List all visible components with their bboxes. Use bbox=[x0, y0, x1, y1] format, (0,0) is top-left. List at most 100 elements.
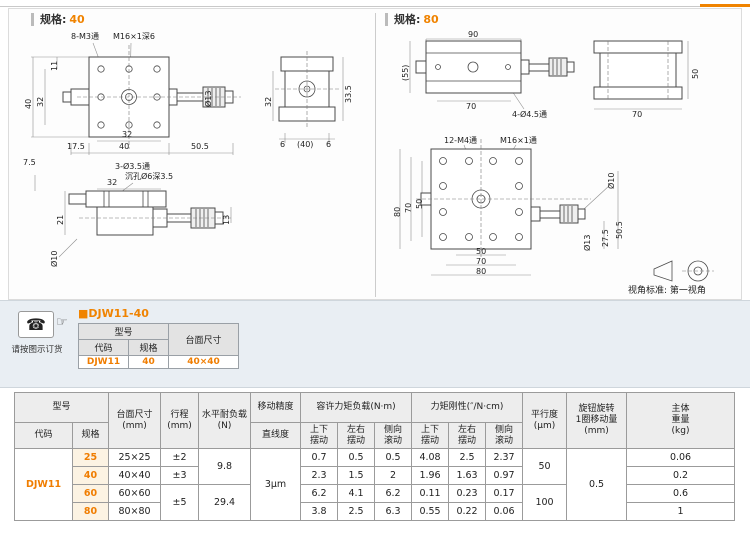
dim-label: Ø10 bbox=[50, 250, 59, 267]
cell-straightness: 3μm bbox=[250, 448, 302, 521]
dim-label: 90 bbox=[468, 30, 479, 39]
dim-label: 17.5 bbox=[67, 142, 85, 151]
drawing-80-svg bbox=[399, 38, 714, 282]
technical-drawings-section: 规格:40 规格:80 bbox=[8, 8, 742, 300]
spec40-header: 规格:40 bbox=[31, 13, 85, 26]
header-spec: 规格 bbox=[71, 422, 110, 449]
cell-m2: 2.5 bbox=[337, 502, 376, 521]
drawing-40-svg bbox=[31, 42, 344, 258]
dim-label: (55) bbox=[401, 64, 410, 81]
header-accuracy-group: 移动精度 bbox=[250, 392, 302, 423]
header-code: 代码 bbox=[14, 422, 73, 449]
spec-label: 规格: bbox=[394, 13, 421, 26]
phone-icon: ☎ bbox=[18, 311, 54, 338]
dim-label: 21 bbox=[56, 214, 65, 225]
header-straightness: 直线度 bbox=[250, 422, 302, 449]
header-pitch-1: 上下 摆动 bbox=[300, 422, 339, 449]
header-horizontal-load: 水平耐负载 (N) bbox=[198, 392, 252, 449]
cell-r2: 0.23 bbox=[448, 484, 487, 503]
cell-r3: 0.17 bbox=[485, 484, 524, 503]
cell-r1: 0.11 bbox=[411, 484, 450, 503]
cell-parallel: 100 bbox=[522, 484, 568, 521]
mini-model-header: 型号 bbox=[78, 323, 169, 340]
mini-code-header: 代码 bbox=[78, 339, 129, 356]
dim-label: 6 bbox=[326, 140, 332, 149]
header-yaw-1: 左右 摆动 bbox=[337, 422, 376, 449]
dim-label: 13 bbox=[222, 214, 231, 225]
header-rigidity-group: 力矩刚性(″/N·cm) bbox=[411, 392, 524, 423]
dim-label: 沉孔Ø6深3.5 bbox=[125, 172, 174, 181]
cell-code: DJW11 bbox=[14, 448, 73, 521]
dim-label: 80 bbox=[393, 206, 402, 217]
order-example-band: ☎ 请按图示订货 ☞ ■DJW11-40 型号 台面尺寸 代码 规格 DJW11… bbox=[0, 300, 750, 388]
dim-label: 33.5 bbox=[344, 85, 353, 103]
top-accent-bar bbox=[700, 4, 750, 7]
cell-spec: 80 bbox=[71, 502, 110, 521]
dim-label: 70 bbox=[466, 102, 477, 111]
dim-label: 70 bbox=[404, 202, 413, 213]
cell-r2: 2.5 bbox=[448, 448, 487, 467]
dim-label: 50 bbox=[476, 247, 487, 256]
dim-label: 3-Ø3.5通 bbox=[115, 162, 150, 171]
dim-label: 50.5 bbox=[191, 142, 209, 151]
view-angle-note: 视角标准: 第一视角 bbox=[628, 286, 706, 296]
panel-divider bbox=[375, 13, 376, 297]
dim-label: M16×1通 bbox=[500, 136, 537, 145]
mini-spec-header: 规格 bbox=[128, 339, 169, 356]
cell-size: 40×40 bbox=[108, 466, 162, 485]
cell-travel: ±5 bbox=[160, 484, 200, 521]
specification-table: 型号 台面尺寸 (mm) 行程 (mm) 水平耐负载 (N) 移动精度 容许力矩… bbox=[13, 392, 736, 521]
cell-r3: 2.37 bbox=[485, 448, 524, 467]
order-example-title: ■DJW11-40 bbox=[78, 307, 149, 320]
dim-label: Ø13 bbox=[204, 90, 213, 107]
dim-label: (40) bbox=[297, 140, 314, 149]
cell-load: 9.8 bbox=[198, 448, 252, 485]
spec-value: 80 bbox=[423, 13, 439, 26]
dim-label: 27.5 bbox=[601, 229, 610, 247]
cell-weight: 1 bbox=[626, 502, 736, 521]
header-roll-2: 侧向 滚动 bbox=[485, 422, 524, 449]
cell-m2: 1.5 bbox=[337, 466, 376, 485]
dim-label: 32 bbox=[107, 178, 118, 187]
cell-r1: 0.55 bbox=[411, 502, 450, 521]
cell-r3: 0.06 bbox=[485, 502, 524, 521]
cell-spec: 40 bbox=[71, 466, 110, 485]
dim-label: 40 bbox=[24, 98, 33, 109]
cell-r1: 4.08 bbox=[411, 448, 450, 467]
cell-size: 25×25 bbox=[108, 448, 162, 467]
spec80-header: 规格:80 bbox=[385, 13, 439, 26]
dim-label: 70 bbox=[476, 257, 487, 266]
cell-m2: 4.1 bbox=[337, 484, 376, 503]
mini-spec-value: 40 bbox=[128, 355, 169, 369]
cell-weight: 0.6 bbox=[626, 484, 736, 503]
cell-load: 29.4 bbox=[198, 484, 252, 521]
mini-code-value: DJW11 bbox=[78, 355, 129, 369]
cell-weight: 0.2 bbox=[626, 466, 736, 485]
cell-r1: 1.96 bbox=[411, 466, 450, 485]
cell-r3: 0.97 bbox=[485, 466, 524, 485]
cell-travel: ±3 bbox=[160, 466, 200, 485]
dim-label: 4-Ø4.5通 bbox=[512, 110, 547, 119]
dim-label: 70 bbox=[632, 110, 643, 119]
dim-label: 8-M3通 bbox=[71, 32, 99, 41]
dim-label: 50 bbox=[691, 68, 700, 79]
order-phone-note: 请按图示订货 bbox=[11, 345, 63, 355]
cell-spec: 60 bbox=[71, 484, 110, 503]
table-row: 80 80×80 3.8 2.5 6.3 0.55 0.22 0.06 1 bbox=[15, 502, 736, 521]
mini-size-header: 台面尺寸 bbox=[168, 323, 239, 356]
header-moment-load-group: 容许力矩负载(N·m) bbox=[300, 392, 413, 423]
cell-m1: 2.3 bbox=[300, 466, 339, 485]
header-weight: 主体 重量 (kg) bbox=[626, 392, 736, 449]
cell-weight: 0.06 bbox=[626, 448, 736, 467]
header-table-size: 台面尺寸 (mm) bbox=[108, 392, 162, 449]
dim-label: 32 bbox=[264, 96, 273, 107]
cell-m3: 0.5 bbox=[374, 448, 413, 467]
dim-label: 7.5 bbox=[23, 158, 36, 167]
mini-size-value: 40×40 bbox=[168, 355, 239, 369]
cell-size: 60×60 bbox=[108, 484, 162, 503]
cell-r2: 1.63 bbox=[448, 466, 487, 485]
dim-label: 11 bbox=[50, 60, 59, 71]
dim-label: 80 bbox=[476, 267, 487, 276]
